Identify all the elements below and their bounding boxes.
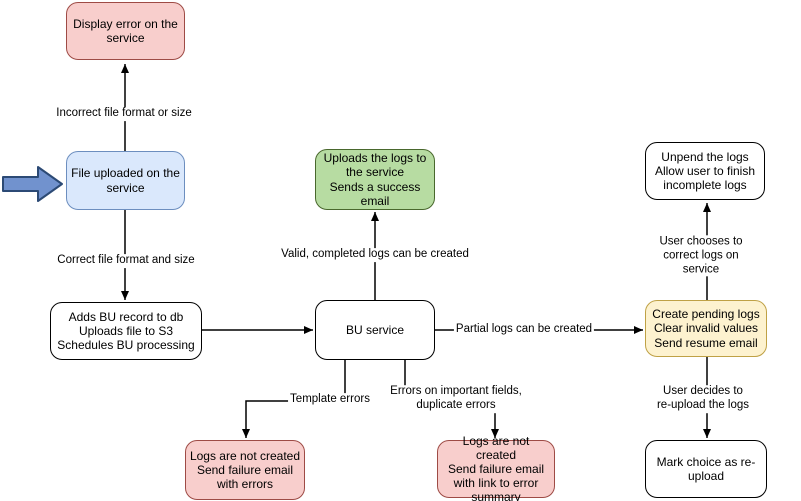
edge-label-field-errors: Errors on important fields, duplicate er… — [388, 385, 524, 413]
edge-label-correct-format: Correct file format and size — [55, 254, 197, 268]
edge-label-user-reupload: User decides to re-upload the logs — [654, 385, 752, 413]
node-create-pending-logs: Create pending logs Clear invalid values… — [645, 300, 767, 357]
edge-label-valid-logs: Valid, completed logs can be created — [279, 248, 471, 262]
node-adds-bu-record: Adds BU record to db Uploads file to S3 … — [50, 302, 202, 360]
node-bu-service: BU service — [315, 300, 435, 360]
edge-label-user-correct: User chooses to correct logs on service — [651, 235, 751, 277]
node-uploads-logs-success: Uploads the logs to the service Sends a … — [315, 149, 435, 210]
node-display-error: Display error on the service — [66, 2, 185, 60]
node-logs-not-created-summary: Logs are not created Send failure email … — [437, 434, 555, 501]
edge-label-incorrect-format: Incorrect file format or size — [54, 107, 194, 121]
flow-start-arrow-icon — [2, 166, 63, 202]
node-file-uploaded: File uploaded on the service — [66, 151, 185, 210]
edge-label-partial-logs: Partial logs can be created — [453, 323, 595, 337]
edge-label-template-errors: Template errors — [288, 393, 372, 407]
node-mark-choice-reupload: Mark choice as re- upload — [645, 440, 767, 498]
node-unpend-logs: Unpend the logs Allow user to finish inc… — [645, 142, 765, 200]
node-logs-not-created-errors: Logs are not created Send failure email … — [185, 440, 305, 500]
